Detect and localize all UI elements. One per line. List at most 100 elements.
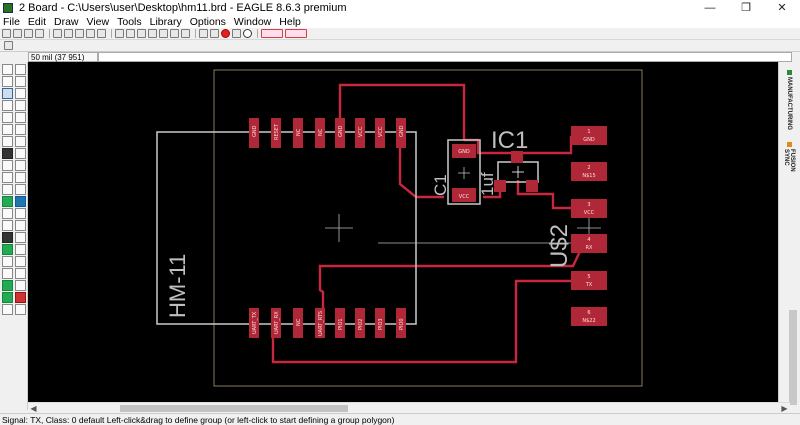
measure-tool-icon[interactable] [2,304,13,315]
meander-tool-icon[interactable] [15,184,26,195]
paste-tool-icon[interactable] [2,124,13,135]
scroll-left-arrow-icon[interactable]: ◀ [30,404,37,413]
ratsnest-tool-icon[interactable] [2,268,13,279]
go-icon[interactable] [232,29,241,38]
pad-top-2[interactable] [271,118,281,148]
pad-bottom-1[interactable] [249,308,259,338]
menu-view[interactable]: View [86,16,110,28]
conn-pad-4[interactable] [571,234,607,253]
close-button[interactable]: ✕ [777,2,787,14]
vertical-scrollbar[interactable] [789,310,797,405]
value-tool-icon[interactable] [2,160,13,171]
group-tool-icon[interactable] [2,112,13,123]
rect-tool-icon[interactable] [2,232,13,243]
conn-pad-1[interactable] [571,126,607,145]
fusion-sync-tab[interactable]: FUSION SYNC [781,142,797,187]
circle-tool-icon[interactable] [2,220,13,231]
open-icon[interactable] [2,29,11,38]
ic1-pad-3[interactable] [511,151,523,163]
dimension-tool-icon[interactable] [15,256,26,267]
pad-top-7[interactable] [375,118,385,148]
replace-tool-icon[interactable] [15,136,26,147]
copy-tool-icon[interactable] [15,88,26,99]
pad-top-3[interactable] [293,118,303,148]
manufacturing-tab[interactable]: MANUFACTURING [781,70,797,130]
schematic-icon[interactable] [64,29,73,38]
help-icon[interactable] [243,29,252,38]
pad-bottom-6[interactable] [355,308,365,338]
pad-bottom-3[interactable] [293,308,303,338]
pad-bottom-8[interactable] [396,308,406,338]
display-tool-icon[interactable] [2,76,13,87]
pad-top-6[interactable] [355,118,365,148]
horizontal-scrollbar[interactable]: ◀ ▶ [28,402,790,413]
menu-help[interactable]: Help [279,16,301,28]
zoom-select-icon[interactable] [159,29,168,38]
menu-tools[interactable]: Tools [117,16,142,28]
ic1-pad-1[interactable] [494,180,506,192]
errors-tool-icon[interactable] [2,292,13,303]
smash-tool-icon[interactable] [15,160,26,171]
move-tool-icon[interactable] [2,88,13,99]
scroll-right-arrow-icon[interactable]: ▶ [781,404,788,413]
board-icon[interactable] [53,29,62,38]
save-icon[interactable] [13,29,22,38]
ulp-icon[interactable] [86,29,95,38]
drc-tool-icon[interactable] [15,280,26,291]
pad-top-8[interactable] [396,118,406,148]
pad-top-5[interactable] [335,118,345,148]
add-tool-icon[interactable] [2,136,13,147]
pad-bottom-5[interactable] [335,308,345,338]
erc-tool-icon[interactable] [2,280,13,291]
maximize-button[interactable]: ❐ [741,2,751,14]
pad-top-1[interactable] [249,118,259,148]
folder-icon[interactable] [97,29,106,38]
horizontal-scroll-thumb[interactable] [120,405,348,412]
menu-library[interactable]: Library [149,16,182,28]
print-icon[interactable] [24,29,33,38]
ripup-tool-icon[interactable] [15,196,26,207]
hole-tool-icon[interactable] [15,244,26,255]
mirror-tool-icon[interactable] [2,100,13,111]
wire-tool-icon[interactable] [2,208,13,219]
rotate-tool-icon[interactable] [15,100,26,111]
via-tool-icon[interactable] [2,244,13,255]
script-icon[interactable] [75,29,84,38]
conn-pad-2[interactable] [571,162,607,181]
layer-grid-icon[interactable] [4,41,13,50]
info-tool-icon[interactable] [2,64,13,75]
design-link-icon[interactable] [261,29,283,38]
name-tool-icon[interactable] [15,148,26,159]
menu-edit[interactable]: Edit [27,16,47,28]
command-line-input[interactable] [98,52,792,62]
c1-pad-2[interactable] [452,188,476,202]
auto-tool-icon[interactable] [15,268,26,279]
menu-draw[interactable]: Draw [54,16,79,28]
optimize-tool-icon[interactable] [2,184,13,195]
conn-pad-5[interactable] [571,271,607,290]
delete-tool-icon[interactable] [15,124,26,135]
ic1-pad-2[interactable] [526,180,538,192]
conn-pad-3[interactable] [571,199,607,218]
menu-window[interactable]: Window [233,16,272,28]
pcb-quote-icon[interactable] [285,29,307,38]
cam-icon[interactable] [35,29,44,38]
pad-bottom-2[interactable] [271,308,281,338]
polygon-tool-icon[interactable] [15,232,26,243]
redo-icon[interactable] [210,29,219,38]
redraw-icon[interactable] [170,29,179,38]
conn-pad-6[interactable] [571,307,607,326]
zoom-in-icon[interactable] [126,29,135,38]
zoom-fit-icon[interactable] [115,29,124,38]
undo-icon[interactable] [199,29,208,38]
pad-top-4[interactable] [315,118,325,148]
menu-options[interactable]: Options [189,16,226,28]
c1-pad-1[interactable] [452,144,476,158]
change-tool-icon[interactable] [15,112,26,123]
zoom-previous-icon[interactable] [148,29,157,38]
pad-bottom-7[interactable] [375,308,385,338]
route-tool-icon[interactable] [2,196,13,207]
cancel-tool-icon[interactable] [15,292,26,303]
board-canvas[interactable]: HM-11 GND RESET NC NC GND VCC VCC [28,62,778,410]
text-tool-icon[interactable] [15,208,26,219]
